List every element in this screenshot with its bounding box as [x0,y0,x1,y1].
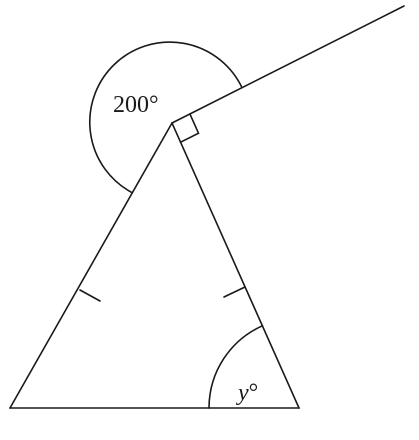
reflex-angle-label: 200° [113,92,159,118]
base-angle-arc [208,325,264,409]
base-angle-label: y° [236,380,258,406]
equal-side-tick-right [223,286,246,298]
base-angle-unit: ° [249,380,259,406]
triangle-left-side [9,122,173,409]
triangle-right-side [171,122,300,409]
right-angle-marker [179,113,200,143]
base-angle-variable: y [236,380,249,406]
extended-line [171,5,405,124]
reflex-angle-arc [89,41,243,194]
equal-side-tick-left [79,289,101,302]
